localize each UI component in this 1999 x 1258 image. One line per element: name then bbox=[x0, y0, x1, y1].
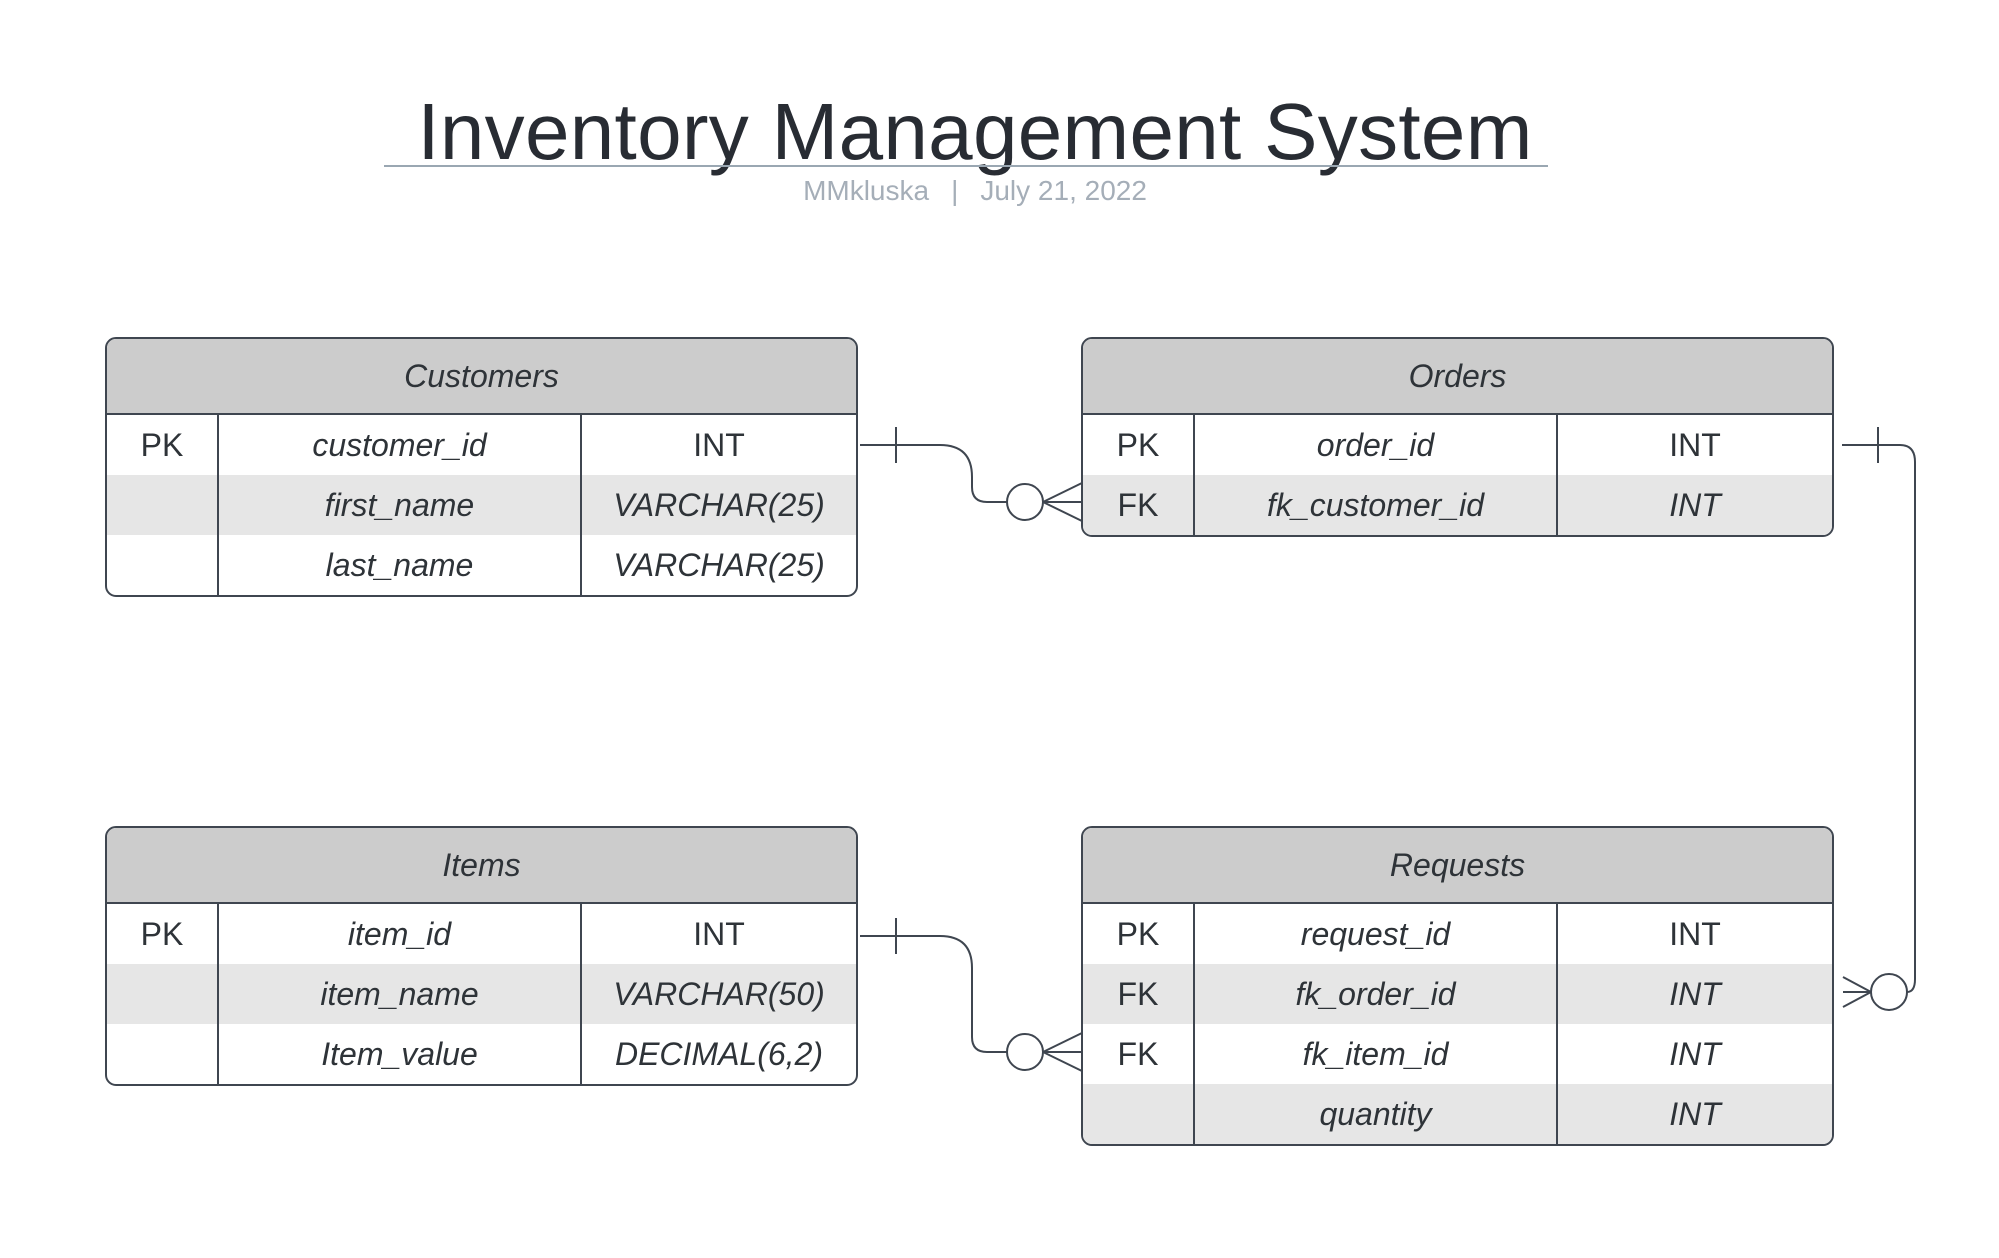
crowfoot-line bbox=[1042, 481, 1085, 503]
table-row: FK fk_order_id INT bbox=[1083, 964, 1832, 1024]
table-row: PK customer_id INT bbox=[107, 415, 856, 475]
relationship-customers-orders[interactable] bbox=[860, 427, 1085, 523]
field-name-cell: fk_item_id bbox=[1195, 1024, 1558, 1084]
entity-requests[interactable]: Requests PK request_id INT FK fk_order_i… bbox=[1081, 826, 1834, 1146]
key-cell bbox=[107, 475, 219, 535]
key-cell bbox=[107, 535, 219, 595]
entity-header: Requests bbox=[1083, 828, 1832, 904]
diagram-title: Inventory Management System bbox=[417, 87, 1533, 176]
field-type-cell: INT bbox=[1669, 1035, 1721, 1072]
table-row: PK order_id INT bbox=[1083, 415, 1832, 475]
table-row: FK fk_item_id INT bbox=[1083, 1024, 1832, 1084]
entity-customers[interactable]: Customers PK customer_id INT first_name … bbox=[105, 337, 858, 597]
zero-circle bbox=[1006, 483, 1044, 521]
field-type-cell: DECIMAL(6,2) bbox=[614, 1035, 824, 1072]
key-cell bbox=[107, 1024, 219, 1084]
field-name-cell: order_id bbox=[1195, 415, 1558, 475]
field-type-cell: VARCHAR(25) bbox=[613, 486, 825, 523]
key-cell bbox=[1083, 1084, 1195, 1144]
connector-line bbox=[1842, 444, 1916, 993]
key-cell: FK bbox=[1083, 475, 1195, 535]
field-name-cell: fk_customer_id bbox=[1195, 475, 1558, 535]
table-row: item_name VARCHAR(50) bbox=[107, 964, 856, 1024]
table-row: PK request_id INT bbox=[1083, 904, 1832, 964]
diagram-date: July 21, 2022 bbox=[980, 175, 1147, 206]
field-type-cell: VARCHAR(50) bbox=[613, 975, 825, 1012]
key-cell: FK bbox=[1083, 1024, 1195, 1084]
field-name-cell: quantity bbox=[1195, 1084, 1558, 1144]
connector-line bbox=[860, 444, 1007, 503]
crowfoot-line bbox=[1042, 1051, 1085, 1073]
crowfoot-line bbox=[1842, 991, 1872, 1008]
key-cell: FK bbox=[1083, 964, 1195, 1024]
field-type-cell: INT bbox=[693, 915, 745, 952]
field-type-cell: INT bbox=[1669, 426, 1721, 463]
key-cell bbox=[107, 964, 219, 1024]
field-name-cell: Item_value bbox=[219, 1024, 582, 1084]
key-cell: PK bbox=[1083, 415, 1195, 475]
field-name-cell: item_id bbox=[219, 904, 582, 964]
entity-header: Customers bbox=[107, 339, 856, 415]
field-type-cell: INT bbox=[1669, 486, 1721, 523]
entity-items[interactable]: Items PK item_id INT item_name VARCHAR(5… bbox=[105, 826, 858, 1086]
key-cell: PK bbox=[107, 415, 219, 475]
key-cell: PK bbox=[107, 904, 219, 964]
entity-header: Orders bbox=[1083, 339, 1832, 415]
crowfoot-line bbox=[1042, 1031, 1085, 1053]
key-cell: PK bbox=[1083, 904, 1195, 964]
title-underline bbox=[384, 165, 1548, 167]
author-name: MMkluska bbox=[803, 175, 930, 206]
relationship-orders-requests[interactable] bbox=[1842, 427, 1916, 1011]
field-type-cell: INT bbox=[1669, 915, 1721, 952]
field-type-cell: INT bbox=[1669, 1095, 1721, 1132]
field-name-cell: request_id bbox=[1195, 904, 1558, 964]
zero-circle bbox=[1870, 973, 1908, 1011]
entity-header: Items bbox=[107, 828, 856, 904]
field-type-cell: VARCHAR(25) bbox=[613, 546, 825, 583]
field-type-cell: INT bbox=[1669, 975, 1721, 1012]
field-type-cell: INT bbox=[693, 426, 745, 463]
field-name-cell: item_name bbox=[219, 964, 582, 1024]
connector-line bbox=[860, 935, 1007, 1053]
crowfoot-line bbox=[1842, 976, 1872, 993]
zero-circle bbox=[1006, 1033, 1044, 1071]
subtitle-separator: | bbox=[951, 175, 959, 206]
table-row: FK fk_customer_id INT bbox=[1083, 475, 1832, 535]
table-row: quantity INT bbox=[1083, 1084, 1832, 1144]
table-row: last_name VARCHAR(25) bbox=[107, 535, 856, 595]
crowfoot-line bbox=[1042, 501, 1085, 523]
field-name-cell: fk_order_id bbox=[1195, 964, 1558, 1024]
table-row: PK item_id INT bbox=[107, 904, 856, 964]
field-name-cell: last_name bbox=[219, 535, 582, 595]
entity-orders[interactable]: Orders PK order_id INT FK fk_customer_id… bbox=[1081, 337, 1834, 537]
field-name-cell: first_name bbox=[219, 475, 582, 535]
field-name-cell: customer_id bbox=[219, 415, 582, 475]
relationship-items-requests[interactable] bbox=[860, 918, 1085, 1073]
table-row: Item_value DECIMAL(6,2) bbox=[107, 1024, 856, 1084]
diagram-subtitle: MMkluska | July 21, 2022 bbox=[0, 173, 1950, 209]
table-row: first_name VARCHAR(25) bbox=[107, 475, 856, 535]
